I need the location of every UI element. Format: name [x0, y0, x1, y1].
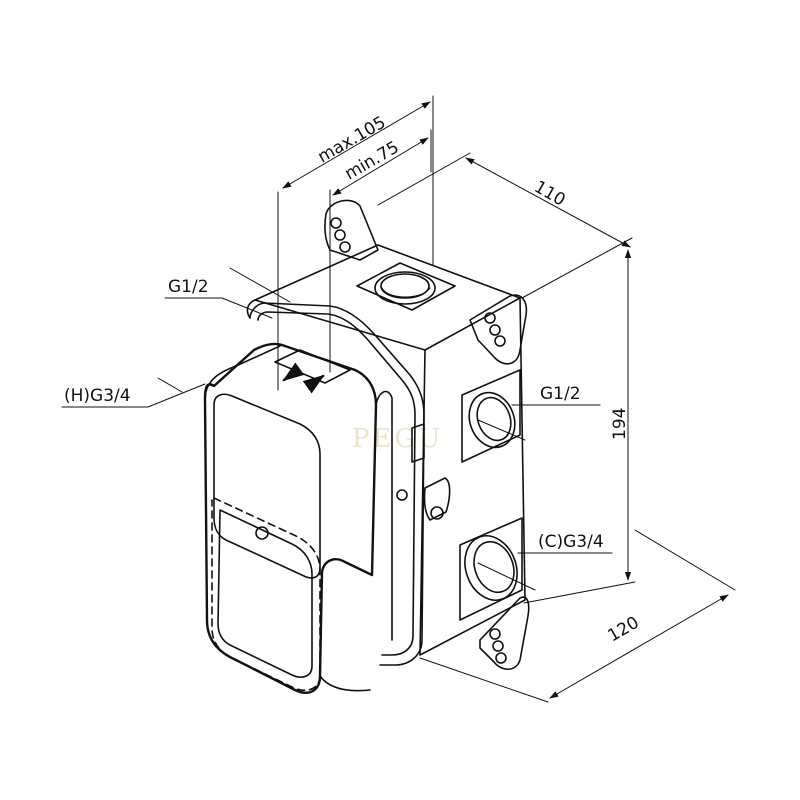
leader-right-upper-ext: [477, 419, 526, 441]
top-port-outer-ring: [374, 271, 436, 305]
dim-line-min: [332, 137, 429, 196]
callout-right-upper: G1/2: [477, 384, 601, 441]
mount-lug-right-lower: [479, 596, 530, 671]
mount-hole-7: [489, 628, 501, 640]
housing-front-frame-inner: [257, 311, 416, 656]
dim-height: 194: [523, 249, 636, 604]
label-cold: (C)G3/4: [538, 532, 604, 552]
side-lug-mid-hole: [430, 506, 444, 520]
front-cover: [203, 342, 393, 694]
ext-line-width-left: [377, 152, 471, 206]
dim-line-depth: [549, 594, 729, 699]
dim-text-depth: 120: [605, 613, 643, 647]
front-cover-upper-panel: [213, 393, 321, 579]
ext-line-height-bottom: [523, 581, 636, 604]
housing-right-face: [419, 297, 526, 656]
side-clip: [411, 423, 425, 463]
mount-lug-top-body: [324, 199, 379, 261]
ext-line-depth-left: [419, 657, 549, 703]
housing-body: [246, 244, 526, 666]
housing-top-face: [254, 244, 521, 351]
dim-line-width: [465, 157, 631, 248]
front-cover-top-edge: [204, 345, 281, 401]
dim-width: 110: [377, 152, 633, 299]
top-port-depth: [381, 287, 431, 298]
mount-lug-right-lower-body: [479, 596, 530, 671]
leader-cold-ext: [477, 562, 536, 591]
dim-text-height: 194: [610, 408, 630, 440]
front-cover-cutout-inner: [217, 509, 313, 678]
front-cover-hole: [255, 526, 269, 540]
side-screw: [396, 489, 408, 501]
mount-lug-top: [324, 199, 379, 261]
right-lower-port: [459, 517, 523, 621]
right-upper-port-inner: [476, 396, 512, 442]
front-cover-side-edge: [375, 390, 393, 641]
mount-hole-2: [334, 229, 346, 241]
dim-min-depth: min.75: [329, 129, 432, 373]
side-lug-mid: [396, 423, 451, 521]
right-lower-port-inner: [473, 540, 515, 594]
right-lower-port-pad: [459, 517, 523, 621]
ext-line-width-right: [521, 237, 633, 299]
label-top-left: G1/2: [168, 277, 209, 297]
top-port-pad: [356, 262, 456, 311]
mount-hole-4: [484, 312, 496, 324]
front-cover-bottom-edge: [319, 675, 371, 692]
mount-hole-5: [489, 324, 501, 336]
ext-line-depth-right: [634, 529, 736, 591]
callout-cold: (C)G3/4: [477, 532, 613, 591]
front-cover-cutout-dashed: [211, 497, 321, 692]
mount-hole-8: [492, 640, 504, 652]
adjust-arrow-left-icon: [282, 362, 305, 382]
right-upper-port-pad: [461, 369, 521, 463]
right-lower-port-outer: [464, 535, 518, 601]
top-port: [356, 262, 456, 311]
callout-top-left: G1/2: [164, 267, 291, 319]
leader-hot-ext: [157, 377, 183, 393]
leader-hot: [61, 383, 206, 408]
right-upper-port: [461, 369, 521, 463]
dim-text-width: 110: [531, 177, 569, 211]
mount-hole-3: [339, 241, 351, 253]
label-right-upper: G1/2: [540, 384, 581, 404]
mount-hole-6: [494, 335, 506, 347]
label-hot: (H)G3/4: [64, 386, 131, 406]
callout-hot: (H)G3/4: [61, 377, 206, 408]
adjust-arrows: [282, 362, 325, 394]
side-lug-mid-body: [423, 477, 451, 521]
leader-top-left: [164, 297, 273, 319]
watermark: PEGU: [352, 424, 443, 454]
right-upper-port-outer: [468, 391, 516, 449]
top-port-inner-ring: [380, 273, 430, 299]
watermark-text: PEGU: [352, 424, 443, 454]
mount-lug-right-upper-body: [469, 294, 528, 365]
mount-hole-9: [495, 652, 507, 664]
mount-lug-right-upper: [469, 294, 528, 365]
leader-top-left-ext: [229, 267, 291, 303]
mount-hole-1: [330, 217, 342, 229]
front-cover-outer: [203, 342, 378, 694]
adjust-arrow-right-icon: [302, 374, 325, 394]
housing-front-frame-outer: [249, 302, 425, 666]
housing-frame-edge: [412, 554, 415, 621]
